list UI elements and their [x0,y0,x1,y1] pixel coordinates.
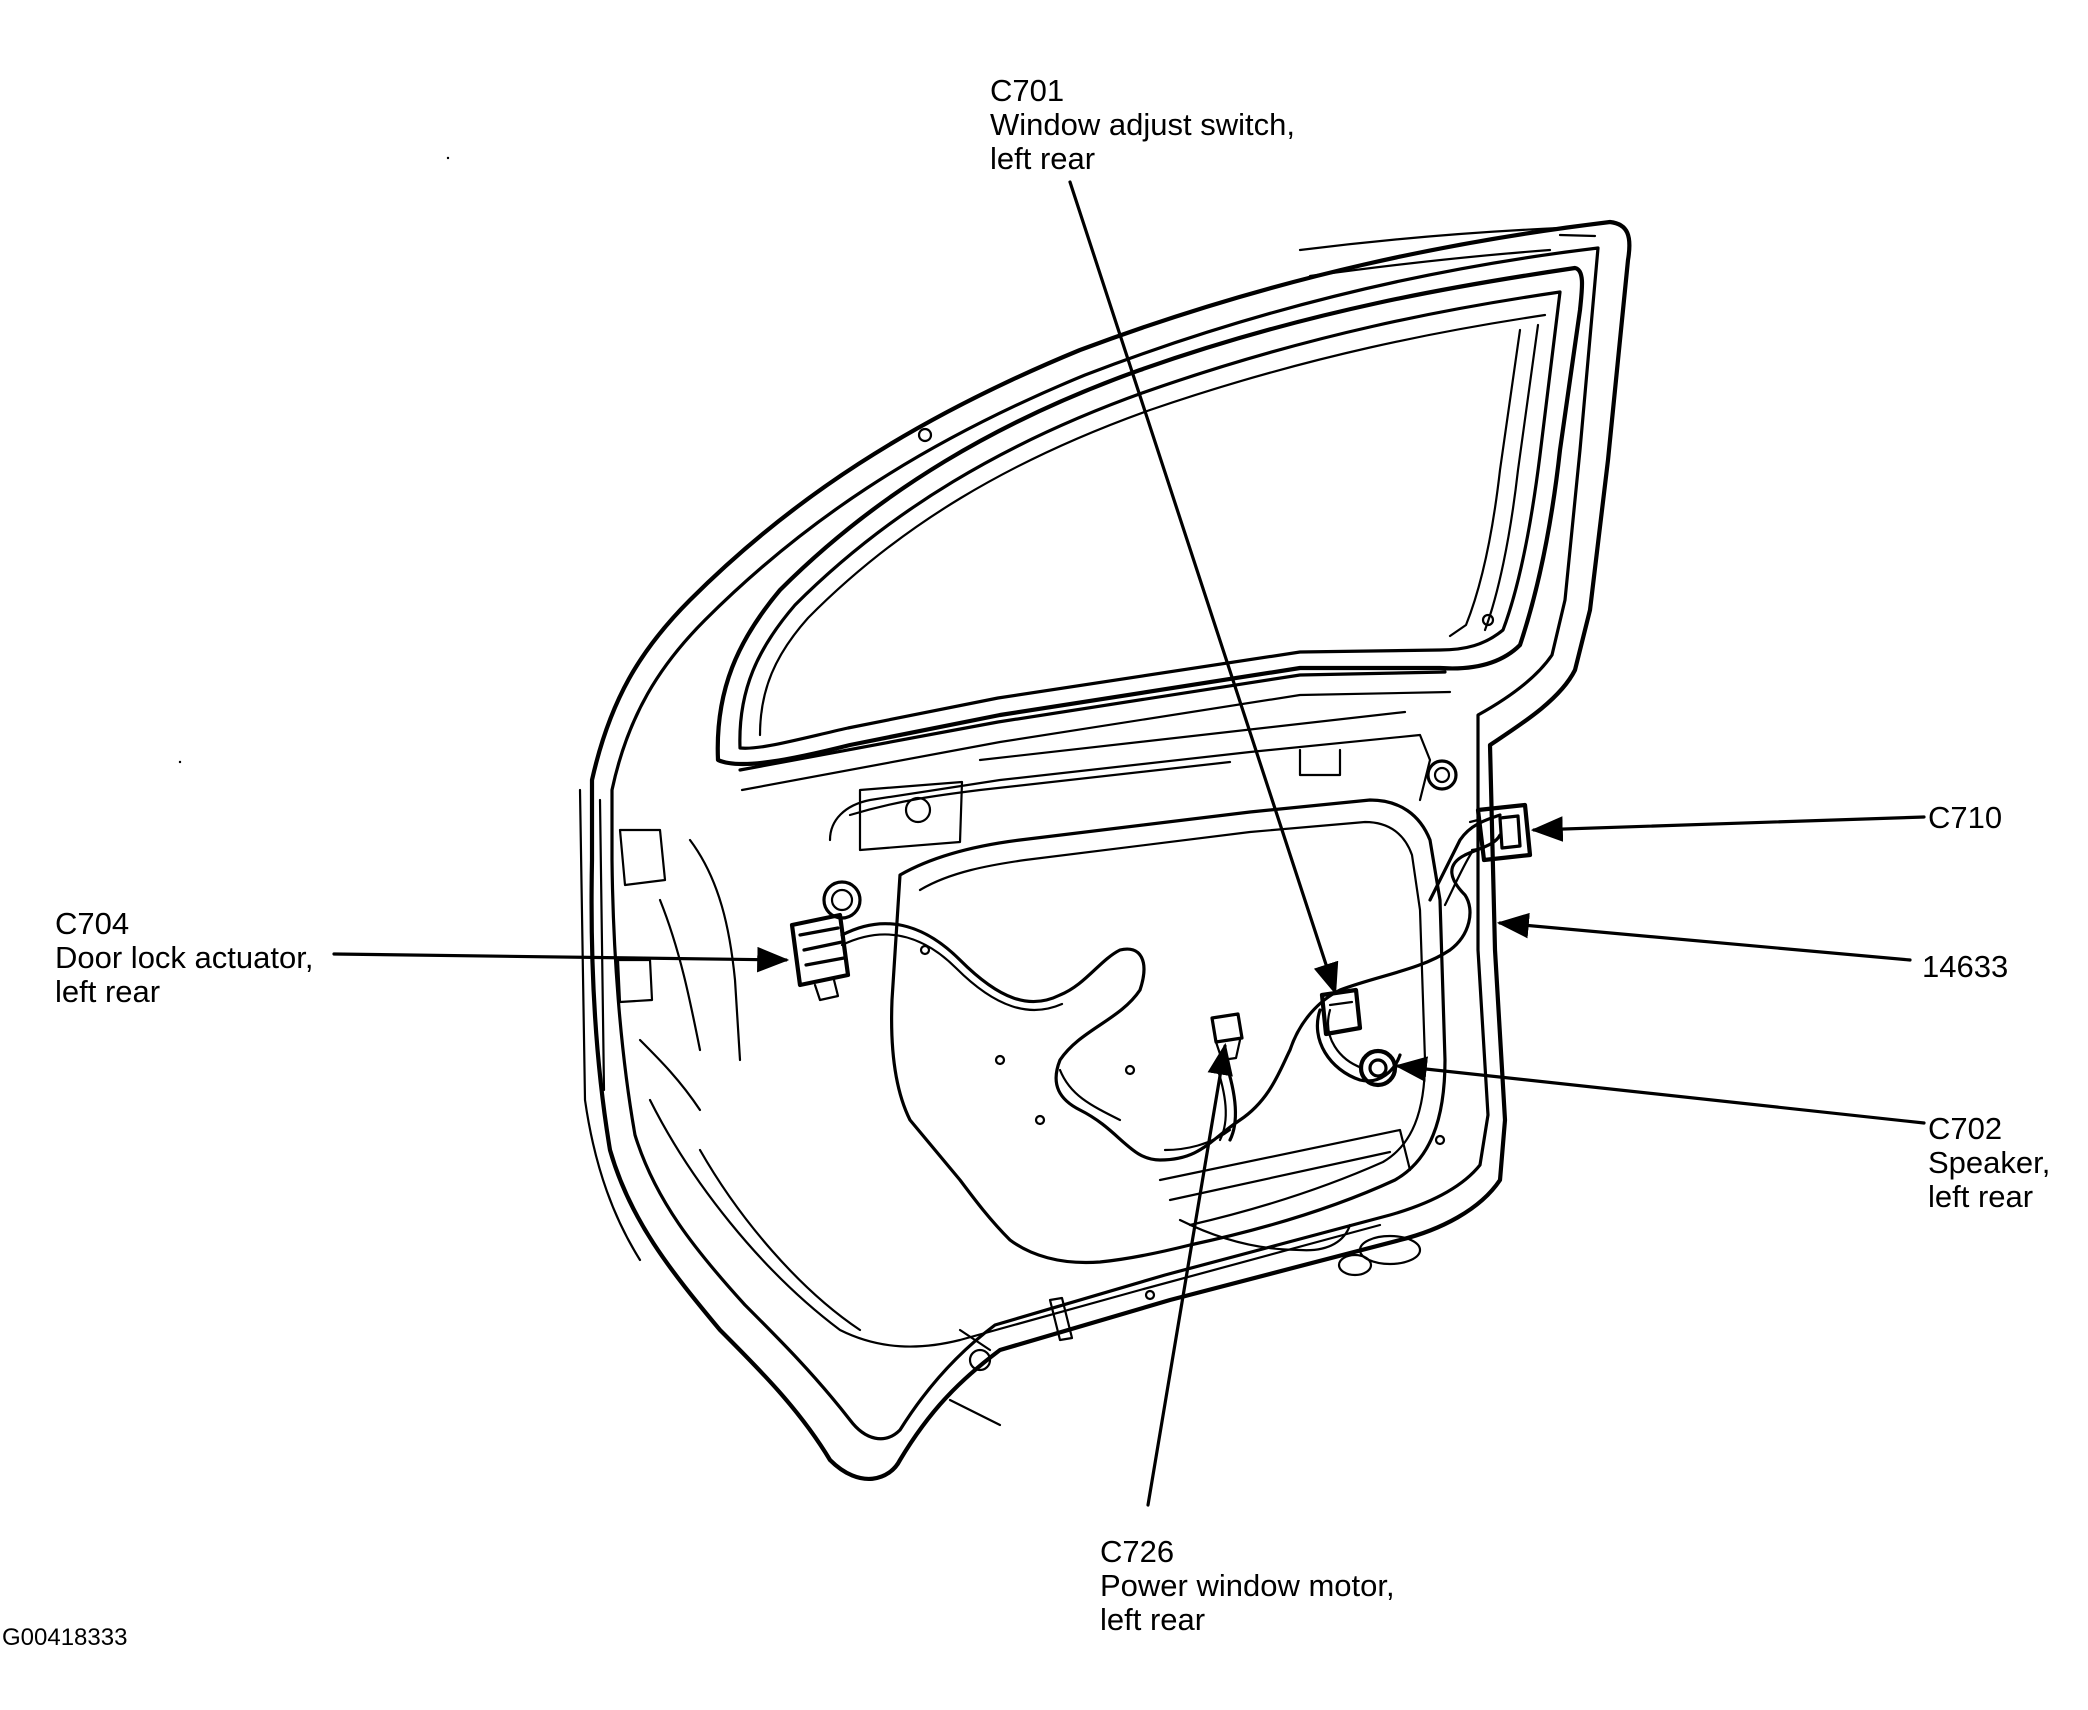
connector-c704 [789,912,851,1002]
callout-c704: C704 Door lock actuator, left rear [55,907,313,1009]
callout-c704-desc: Door lock actuator, [55,940,314,975]
callout-c701-location: left rear [990,141,1096,176]
callout-c710-code: C710 [1928,800,2003,835]
callout-harness-code: 14633 [1922,949,2009,984]
callout-c702-location: left rear [1928,1179,2034,1214]
connector-c726 [1210,1012,1244,1062]
leader-c701 [1068,180,1339,996]
leader-c702 [1394,1056,1926,1125]
callout-c702-code: C702 [1928,1111,2003,1146]
connector-c701 [1319,987,1363,1037]
callout-c726-code: C726 [1100,1534,1175,1569]
callout-c704-code: C704 [55,906,130,941]
callout-c701-code: C701 [990,73,1065,108]
callout-c726-location: left rear [1100,1602,1206,1637]
leader-14633 [1496,912,1912,962]
callout-c710: C710 [1928,801,2002,835]
leader-c704 [332,946,790,973]
window-frame [715,226,1597,792]
connector-c710 [1468,802,1533,863]
leader-lines [332,180,1926,1507]
leader-c726 [1146,1042,1233,1507]
callout-harness-14633: 14633 [1922,950,2008,984]
callout-c702: C702 Speaker, left rear [1928,1112,2050,1214]
callout-c701: C701 Window adjust switch, left rear [990,74,1295,176]
leader-c710 [1530,815,1926,842]
callout-c701-desc: Window adjust switch, [990,107,1295,142]
callout-c726: C726 Power window motor, left rear [1100,1535,1395,1637]
callout-c702-desc: Speaker, [1928,1145,2051,1180]
wiring-harness [840,813,1502,1162]
door-shell [578,219,1632,1481]
callout-c726-desc: Power window motor, [1100,1568,1395,1603]
figure-id: G00418333 [2,1624,128,1651]
callout-c704-location: left rear [55,974,161,1009]
